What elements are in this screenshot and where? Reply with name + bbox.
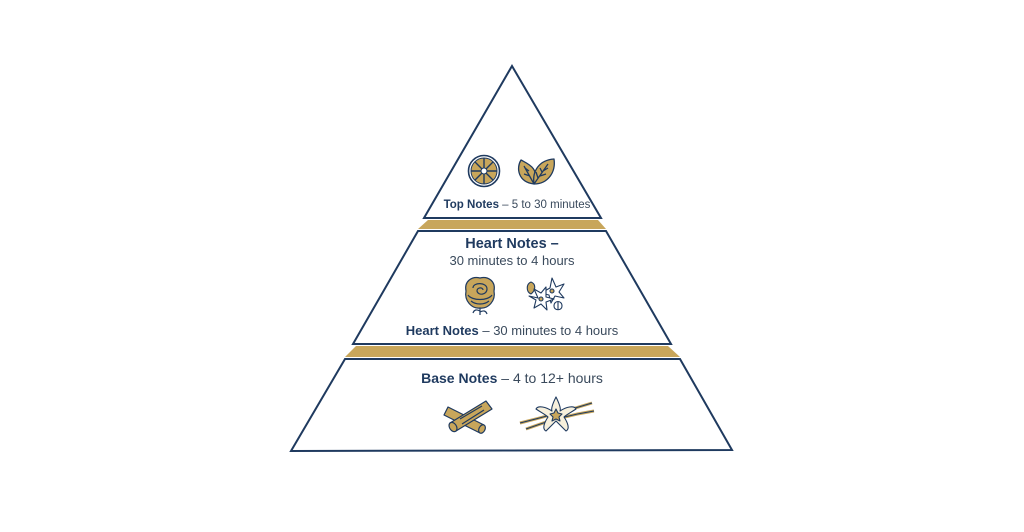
heart-notes-separator: –	[478, 323, 494, 338]
base-notes-label: Base Notes – 4 to 12+ hours	[402, 370, 622, 386]
citrus-slice-icon	[467, 154, 501, 188]
gold-band-top	[418, 220, 606, 229]
cinnamon-sticks-icon	[443, 400, 493, 434]
jasmine-flower-icon	[526, 277, 565, 311]
base-notes-separator: –	[497, 370, 513, 386]
top-notes-tier	[422, 64, 603, 219]
top-notes-separator: –	[498, 199, 512, 211]
heart-notes-duration: 30 minutes to 4 hours	[493, 323, 619, 338]
base-notes-duration: 4 to 12+ hours	[512, 370, 603, 386]
top-notes-duration: 5 to 30 minutes	[511, 199, 591, 211]
heart-notes-title: Heart Notes	[405, 323, 479, 338]
heart-notes-subheading: 30 minutes to 4 hours	[449, 253, 575, 268]
top-notes-label: Top Notes – 5 to 30 minutes	[437, 199, 597, 211]
vanilla-flower-icon	[519, 396, 595, 432]
base-notes-tier	[289, 358, 734, 453]
base-notes-title: Base Notes	[421, 370, 498, 386]
heart-notes-label: Heart Notes – 30 minutes to 4 hours	[392, 323, 632, 338]
heart-notes-heading: Heart Notes –	[465, 236, 559, 252]
rose-icon	[465, 276, 495, 315]
gold-band-middle	[345, 346, 680, 357]
top-notes-title: Top Notes	[443, 199, 499, 211]
mint-leaf-icon	[518, 158, 555, 185]
heart-notes-tier	[351, 230, 673, 345]
